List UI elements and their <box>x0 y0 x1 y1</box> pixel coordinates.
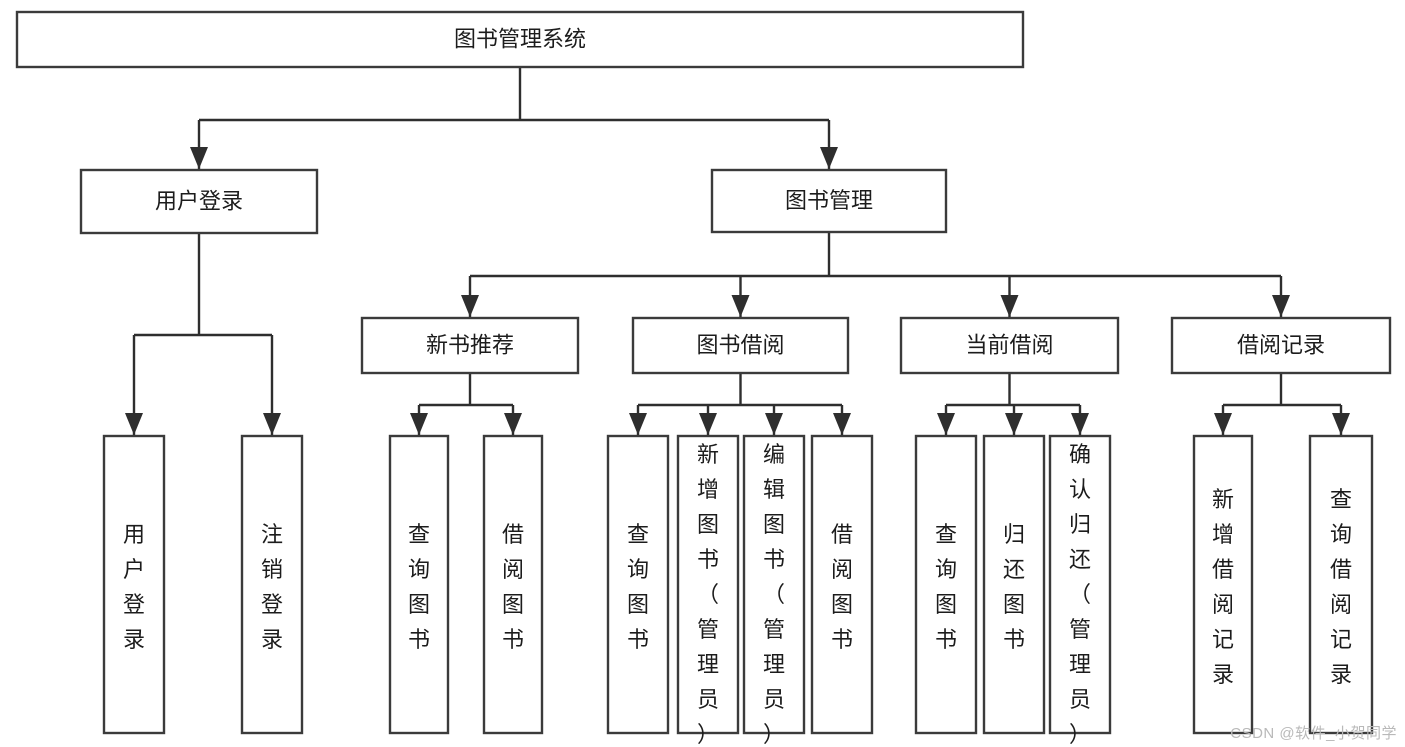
arrow-head-icon <box>190 147 208 169</box>
arrow-head-icon <box>263 413 281 435</box>
node-book-manage[interactable]: 图书管理 <box>710 168 948 234</box>
node-box[interactable] <box>102 434 166 735</box>
arrow-head-icon <box>833 413 851 435</box>
arrow-head-icon <box>699 413 717 435</box>
node-label: 借阅图书 <box>502 522 524 652</box>
node-label: 当前借阅 <box>965 332 1053 357</box>
node-box[interactable] <box>1170 316 1392 375</box>
node-label: 注销登录 <box>261 522 283 652</box>
node-label: 新增图书（管理员） <box>697 442 719 747</box>
node-leaf-add-record[interactable]: 新增借阅记录 <box>1192 434 1254 735</box>
node-root[interactable]: 图书管理系统 <box>15 10 1025 69</box>
arrow-head-icon <box>125 413 143 435</box>
arrow-head-icon <box>1214 413 1232 435</box>
node-box[interactable] <box>676 434 740 735</box>
arrow-head-icon <box>731 295 750 317</box>
node-layer: 图书管理系统用户登录图书管理新书推荐图书借阅当前借阅借阅记录用户登录注销登录查询… <box>15 10 1392 747</box>
node-leaf-borrow-book-1[interactable]: 借阅图书 <box>482 434 544 735</box>
node-box[interactable] <box>240 434 304 735</box>
node-box[interactable] <box>710 168 948 234</box>
node-label: 用户登录 <box>155 188 243 213</box>
node-book-borrow[interactable]: 图书借阅 <box>631 316 850 375</box>
node-leaf-return-book[interactable]: 归还图书 <box>982 434 1046 735</box>
arrow-head-icon <box>1005 413 1023 435</box>
arrow-head-icon <box>1071 413 1089 435</box>
arrow-head-icon <box>1332 413 1350 435</box>
node-box[interactable] <box>1048 434 1112 735</box>
arrow-head-icon <box>461 295 479 317</box>
node-user-login[interactable]: 用户登录 <box>79 168 319 235</box>
node-label: 查询图书 <box>627 522 649 652</box>
node-label: 归还图书 <box>1003 522 1025 652</box>
arrow-head-icon <box>504 413 522 435</box>
node-box[interactable] <box>810 434 874 735</box>
node-box[interactable] <box>1308 434 1374 735</box>
arrow-head-icon <box>410 413 428 435</box>
node-borrow-record[interactable]: 借阅记录 <box>1170 316 1392 375</box>
node-label: 借阅记录 <box>1237 332 1325 357</box>
node-leaf-query-book-3[interactable]: 查询图书 <box>914 434 978 735</box>
edge-layer <box>125 67 1350 435</box>
watermark-label: CSDN @软件_小贺同学 <box>1230 725 1397 742</box>
node-label: 图书管理系统 <box>454 26 586 51</box>
node-current-borrow[interactable]: 当前借阅 <box>899 316 1120 375</box>
node-box[interactable] <box>360 316 580 375</box>
node-box[interactable] <box>899 316 1120 375</box>
arrow-head-icon <box>1272 295 1290 317</box>
node-box[interactable] <box>606 434 670 735</box>
arrow-head-icon <box>820 147 838 169</box>
node-box[interactable] <box>1192 434 1254 735</box>
node-box[interactable] <box>388 434 450 735</box>
node-leaf-confirm-return[interactable]: 确认归还（管理员） <box>1048 434 1112 747</box>
node-label: 图书借阅 <box>696 332 784 357</box>
node-label: 确认归还（管理员） <box>1069 442 1091 747</box>
node-box[interactable] <box>15 10 1025 69</box>
node-box[interactable] <box>982 434 1046 735</box>
node-new-book-rec[interactable]: 新书推荐 <box>360 316 580 375</box>
node-leaf-edit-book[interactable]: 编辑图书（管理员） <box>742 434 806 747</box>
node-label: 借阅图书 <box>831 522 853 652</box>
arrow-head-icon <box>629 413 647 435</box>
arrow-head-icon <box>1000 295 1019 317</box>
node-box[interactable] <box>79 168 319 235</box>
node-leaf-add-book[interactable]: 新增图书（管理员） <box>676 434 740 747</box>
node-leaf-user-login[interactable]: 用户登录 <box>102 434 166 735</box>
node-box[interactable] <box>631 316 850 375</box>
node-leaf-user-logout[interactable]: 注销登录 <box>240 434 304 735</box>
arrow-head-icon <box>937 413 955 435</box>
node-leaf-query-book-2[interactable]: 查询图书 <box>606 434 670 735</box>
node-box[interactable] <box>742 434 806 735</box>
node-label: 新增借阅记录 <box>1212 487 1234 687</box>
node-label: 新书推荐 <box>426 332 514 357</box>
node-label: 编辑图书（管理员） <box>763 442 785 747</box>
node-leaf-borrow-book-2[interactable]: 借阅图书 <box>810 434 874 735</box>
node-label: 用户登录 <box>123 522 145 652</box>
node-leaf-query-book-1[interactable]: 查询图书 <box>388 434 450 735</box>
node-label: 查询图书 <box>408 522 430 652</box>
node-leaf-query-record[interactable]: 查询借阅记录 <box>1308 434 1374 735</box>
node-label: 查询借阅记录 <box>1330 487 1352 687</box>
node-box[interactable] <box>482 434 544 735</box>
node-label: 查询图书 <box>935 522 957 652</box>
arrow-head-icon <box>765 413 783 435</box>
node-box[interactable] <box>914 434 978 735</box>
node-label: 图书管理 <box>785 188 873 213</box>
